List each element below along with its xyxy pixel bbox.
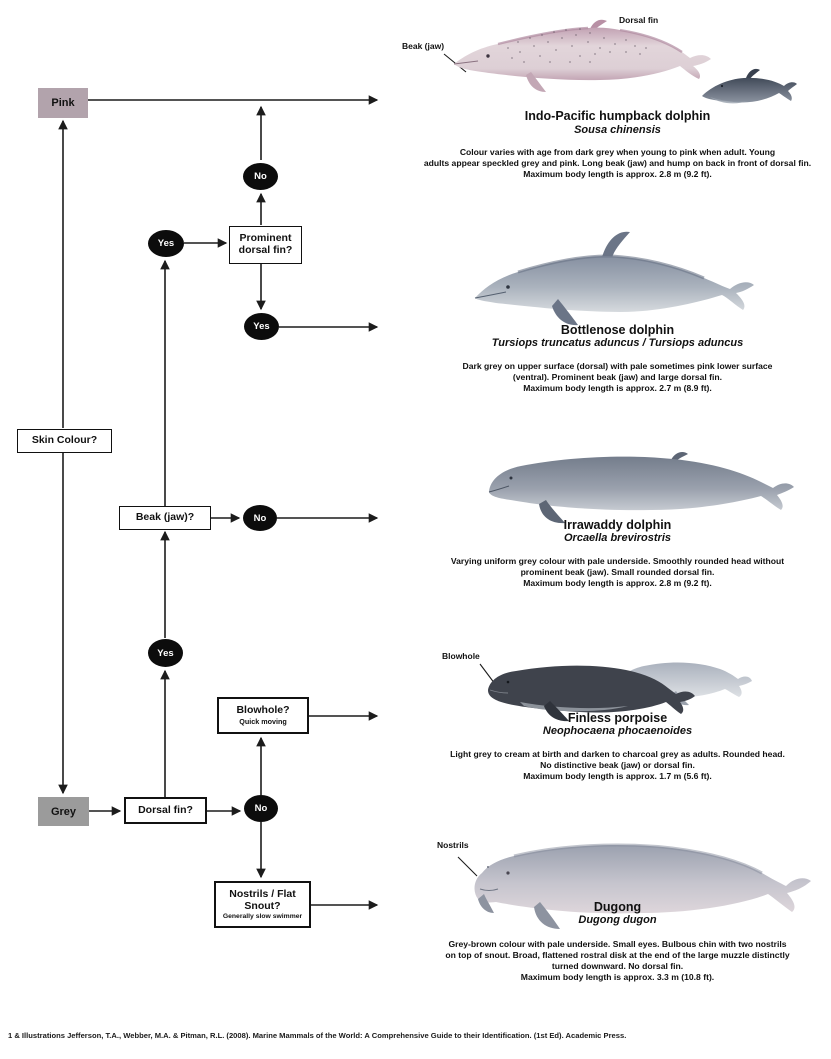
- description-line: Dark grey on upper surface (dorsal) with…: [462, 361, 773, 371]
- description-line: Grey-brown colour with pale underside. S…: [448, 939, 787, 949]
- finless-porpoise-illustration: [488, 662, 752, 722]
- beak-jaw-annotation: Beak (jaw): [402, 41, 445, 51]
- decision-yes-prominent-fin: Yes: [244, 313, 279, 340]
- blowhole-label: Blowhole?: [236, 703, 290, 716]
- description-line: on top of snout. Broad, flattened rostra…: [445, 950, 790, 960]
- nostrils-annotation: Nostrils: [437, 840, 469, 850]
- skin-colour-pink-box: Pink: [38, 88, 88, 118]
- species-scientific-name: Tursiops truncatus aduncus / Tursiops ad…: [491, 337, 744, 349]
- beak-jaw-label: Beak (jaw)?: [135, 511, 195, 524]
- dorsal-fin-label: Dorsal fin?: [138, 803, 193, 816]
- species-description: Grey-brown colour with pale underside. S…: [400, 939, 831, 983]
- species-common-name: Dugong: [593, 900, 642, 914]
- description-line: Light grey to cream at birth and darken …: [450, 749, 785, 759]
- yes-label: Yes: [253, 321, 270, 332]
- dorsal-fin-question-box: Dorsal fin?: [124, 797, 207, 824]
- species-description: Varying uniform grey colour with pale un…: [400, 556, 831, 589]
- decision-no-dorsal-fin: No: [244, 795, 278, 822]
- species-description: Light grey to cream at birth and darken …: [400, 749, 831, 782]
- pink-label: Pink: [51, 97, 75, 109]
- no-label: No: [253, 512, 267, 524]
- decision-no-prominent-fin: No: [243, 163, 278, 190]
- skin-colour-question-box: Skin Colour?: [17, 429, 112, 453]
- description-line: Varying uniform grey colour with pale un…: [450, 556, 785, 566]
- description-line: prominent beak (jaw). Small rounded dors…: [520, 567, 715, 577]
- description-line: No distinctive beak (jaw) or dorsal fin.: [540, 760, 695, 770]
- description-line: Maximum body length is approx. 2.8 m (9.…: [523, 169, 712, 179]
- prominent-dorsal-fin-question-box: Prominent dorsal fin?: [229, 226, 302, 264]
- beak-jaw-question-box: Beak (jaw)?: [119, 506, 211, 530]
- species-common-name: Irrawaddy dolphin: [563, 518, 672, 532]
- decision-yes-dorsal-fin: Yes: [148, 639, 183, 667]
- grey-label: Grey: [50, 805, 77, 818]
- blowhole-sublabel: Quick moving: [239, 717, 287, 727]
- nostrils-sublabel: Generally slow swimmer: [222, 913, 303, 921]
- species-description: Colour varies with age from dark grey wh…: [400, 147, 831, 180]
- nostrils-flat-snout-question-box: Nostrils / Flat Snout? Generally slow sw…: [214, 881, 311, 928]
- blowhole-question-box: Blowhole? Quick moving: [217, 697, 309, 734]
- prominent-dorsal-fin-label: Prominent dorsal fin?: [238, 232, 293, 256]
- description-line: turned downward. No dorsal fin.: [551, 961, 684, 971]
- yes-label: Yes: [157, 647, 174, 659]
- decision-yes-beak: Yes: [148, 230, 184, 257]
- description-line: Maximum body length is approx. 1.7 m (5.…: [523, 771, 712, 781]
- description-line: Maximum body length is approx. 2.8 m (9.…: [523, 578, 712, 588]
- description-line: (ventral). Prominent beak (jaw) and larg…: [512, 372, 723, 382]
- no-label: No: [254, 171, 267, 182]
- no-label: No: [254, 803, 268, 814]
- species-description: Dark grey on upper surface (dorsal) with…: [400, 361, 831, 394]
- skin-colour-label: Skin Colour?: [31, 434, 98, 447]
- species-scientific-name: Sousa chinensis: [574, 124, 661, 136]
- description-line: Maximum body length is approx. 2.7 m (8.…: [523, 383, 712, 393]
- species-scientific-name: Dugong dugon: [578, 914, 657, 926]
- species-scientific-name: Orcaella brevirostris: [563, 532, 671, 544]
- dugong-illustration: [474, 843, 811, 929]
- citation-footer: 1 & Illustrations Jefferson, T.A., Webbe…: [8, 1031, 627, 1040]
- blowhole-annotation: Blowhole: [442, 651, 480, 661]
- yes-label: Yes: [157, 238, 175, 249]
- decision-no-beak: No: [243, 505, 277, 531]
- species-common-name: Bottlenose dolphin: [560, 323, 675, 337]
- nostrils-label: Nostrils / Flat Snout?: [229, 887, 296, 912]
- humpback-dolphin-illustration: [453, 19, 797, 104]
- species-common-name: Finless porpoise: [567, 711, 668, 725]
- bottlenose-dolphin-illustration: [474, 231, 754, 326]
- irrawaddy-dolphin-illustration: [488, 452, 794, 524]
- species-scientific-name: Neophocaena phocaenoides: [542, 725, 693, 737]
- species-common-name: Indo-Pacific humpback dolphin: [524, 109, 711, 123]
- description-line: Maximum body length is approx. 3.3 m (10…: [520, 972, 715, 982]
- description-line: adults appear speckled grey and pink. Lo…: [423, 158, 812, 168]
- dorsal-fin-annotation: Dorsal fin: [619, 15, 659, 25]
- description-line: Colour varies with age from dark grey wh…: [459, 147, 776, 157]
- skin-colour-grey-box: Grey: [38, 797, 89, 826]
